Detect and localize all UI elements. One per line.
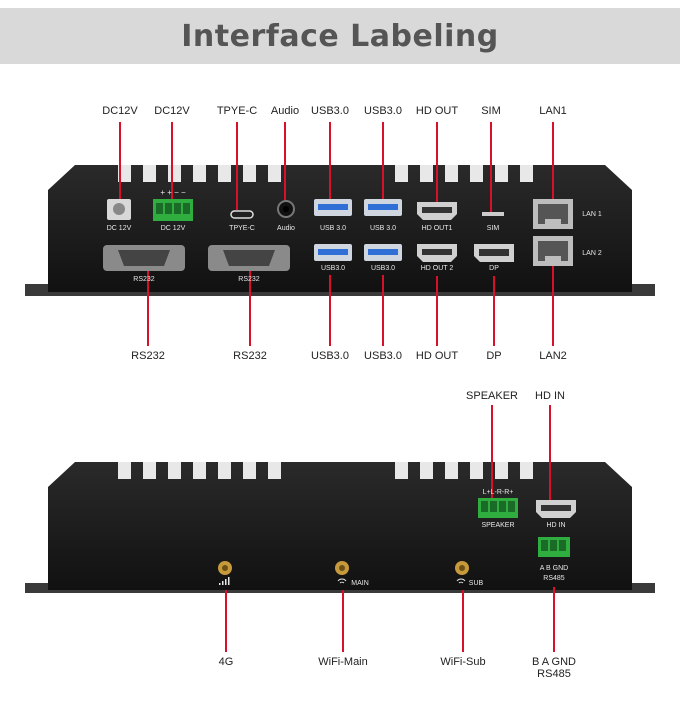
leader-line xyxy=(436,122,438,202)
panel-label-main: MAIN xyxy=(351,580,369,587)
panel-label-sub: SUB xyxy=(468,580,484,587)
signal-bars-icon xyxy=(219,577,230,585)
callout-usb3: USB3.0 xyxy=(364,350,402,362)
callout-hdout: HD OUT xyxy=(415,350,459,362)
leader-line xyxy=(490,122,492,212)
leader-line xyxy=(329,275,331,346)
leader-line xyxy=(284,122,286,200)
panel-label-rs485-pins: A B GND xyxy=(539,565,569,572)
callout-wifi-main: WiFi-Main xyxy=(318,656,368,668)
panel-label-lan2: LAN 2 xyxy=(582,250,602,257)
leader-line xyxy=(493,276,495,346)
callout-hdout: HD OUT xyxy=(415,105,459,117)
leader-line xyxy=(119,122,121,199)
callout-dc12v: DC12V xyxy=(102,105,138,117)
callout-rs232: RS232 xyxy=(233,350,267,362)
leader-line xyxy=(236,122,238,210)
leader-line xyxy=(329,122,331,199)
rear-enclosure xyxy=(25,462,655,593)
panel-label-hd2: HD OUT 2 xyxy=(420,265,454,272)
panel-label-dp: DP xyxy=(489,265,499,272)
callout-typec: TPYE-C xyxy=(216,105,258,117)
panel-label-rs485: RS485 xyxy=(543,575,565,582)
panel-label-speaker: SPEAKER xyxy=(481,522,515,529)
front-enclosure xyxy=(25,165,655,296)
callout-usb3: USB3.0 xyxy=(364,105,402,117)
panel-label-rs232: RS232 xyxy=(133,276,155,283)
leader-line xyxy=(225,590,227,652)
leader-line xyxy=(552,122,554,199)
panel-label-dc: DC 12V xyxy=(106,225,132,232)
leader-line xyxy=(342,590,344,652)
panel-label-hd1: HD OUT1 xyxy=(421,225,453,232)
panel-label-usb: USB3.0 xyxy=(320,265,346,272)
callout-rs485: RS485 xyxy=(537,668,571,680)
leader-line xyxy=(147,271,149,346)
callout-usb3: USB3.0 xyxy=(311,350,349,362)
panel-label-sim: SIM xyxy=(486,225,500,232)
leader-line xyxy=(382,275,384,346)
panel-label-lan1: LAN 1 xyxy=(582,211,602,218)
callout-lan2: LAN2 xyxy=(539,350,567,362)
leader-line xyxy=(491,405,493,498)
panel-label-hdin: HD IN xyxy=(546,522,566,529)
leader-line xyxy=(462,590,464,652)
wifi-icon xyxy=(456,578,466,584)
panel-label-usb: USB 3.0 xyxy=(319,225,347,232)
leader-line xyxy=(552,266,554,346)
wifi-icon xyxy=(337,578,347,584)
callout-audio: Audio xyxy=(270,105,300,117)
callout-rs485-pins: B A GND xyxy=(531,656,577,668)
panel-label-typec: TPYE-C xyxy=(229,225,255,232)
leader-line xyxy=(549,405,551,500)
page-title: Interface Labeling xyxy=(181,18,499,54)
callout-wifi-sub: WiFi-Sub xyxy=(440,656,486,668)
panel-label-usb: USB3.0 xyxy=(370,265,396,272)
leader-line xyxy=(382,122,384,199)
callout-dp: DP xyxy=(486,350,502,362)
callout-4g: 4G xyxy=(218,656,234,668)
leader-line xyxy=(553,587,555,652)
callout-speaker: SPEAKER xyxy=(466,390,518,402)
callout-sim: SIM xyxy=(481,105,501,117)
callout-rs232: RS232 xyxy=(131,350,165,362)
panel-label-audio: Audio xyxy=(277,225,295,232)
leader-line xyxy=(249,271,251,346)
callout-lan1: LAN1 xyxy=(539,105,567,117)
leader-line xyxy=(171,122,173,199)
callout-usb3: USB3.0 xyxy=(311,105,349,117)
panel-label-rs232: RS232 xyxy=(238,276,260,283)
leader-line xyxy=(436,276,438,346)
panel-label-speaker-pins: L+L-R-R+ xyxy=(482,489,514,496)
panel-label-usb: USB 3.0 xyxy=(369,225,397,232)
callout-hdin: HD IN xyxy=(535,390,565,402)
panel-label-dc-pins: + + − − xyxy=(160,188,186,197)
callout-dc12v-terminal: DC12V xyxy=(154,105,190,117)
title-banner: Interface Labeling xyxy=(0,8,680,64)
panel-label-dc-terminal: DC 12V xyxy=(160,225,186,232)
